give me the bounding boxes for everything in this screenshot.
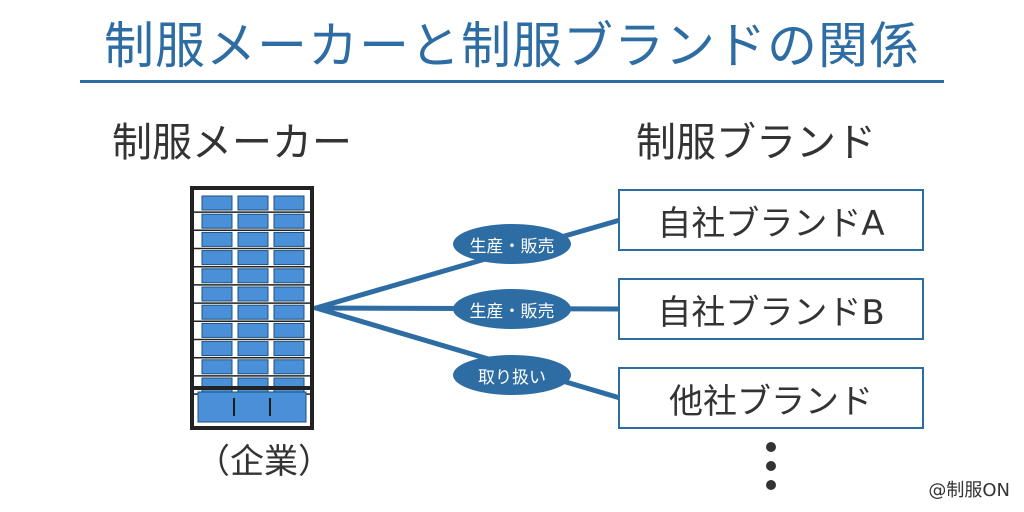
building-window <box>273 268 305 284</box>
relation-label-production-sales-b: 生産・販売 <box>453 289 571 329</box>
brand-box-own-b: 自社ブランドB <box>618 278 924 340</box>
relation-label-production-sales-a: 生産・販売 <box>453 224 571 264</box>
building-window <box>201 359 233 375</box>
building-window <box>237 341 269 357</box>
building-window <box>201 250 233 266</box>
page-title: 制服メーカーと制服ブランドの関係 <box>104 17 920 75</box>
company-caption: （企業） <box>196 442 332 482</box>
building-window <box>237 195 269 211</box>
building-window <box>273 213 305 229</box>
building-window <box>273 322 305 338</box>
title-underline <box>80 80 944 83</box>
brand-box-own-a: 自社ブランドA <box>618 189 924 251</box>
building-window <box>237 286 269 302</box>
office-building-icon <box>190 186 314 430</box>
watermark-credit: @制服ON <box>928 480 1010 501</box>
brand-heading: 制服ブランド <box>636 120 876 166</box>
building-window <box>201 213 233 229</box>
building-window <box>201 286 233 302</box>
connector-line-brand-a <box>313 217 623 311</box>
building-window <box>201 341 233 357</box>
brand-box-other: 他社ブランド <box>618 367 924 429</box>
building-window <box>273 286 305 302</box>
vertical-ellipsis-icon <box>766 442 776 490</box>
building-window <box>273 341 305 357</box>
building-window <box>237 359 269 375</box>
building-window <box>237 322 269 338</box>
manufacturer-heading: 制服メーカー <box>112 120 352 166</box>
building-window <box>201 304 233 320</box>
building-window <box>237 268 269 284</box>
building-window <box>273 250 305 266</box>
building-window <box>273 231 305 247</box>
building-base-band <box>194 386 310 390</box>
connector-line-other-brand <box>313 305 623 401</box>
relation-label-handling: 取り扱い <box>453 355 571 395</box>
building-window <box>201 322 233 338</box>
building-window <box>237 304 269 320</box>
building-window <box>237 250 269 266</box>
building-window <box>237 231 269 247</box>
building-window <box>273 304 305 320</box>
building-window <box>201 268 233 284</box>
building-window <box>273 359 305 375</box>
building-window <box>201 195 233 211</box>
building-window <box>201 231 233 247</box>
building-window <box>273 195 305 211</box>
building-window <box>237 213 269 229</box>
building-entrance <box>197 391 307 423</box>
